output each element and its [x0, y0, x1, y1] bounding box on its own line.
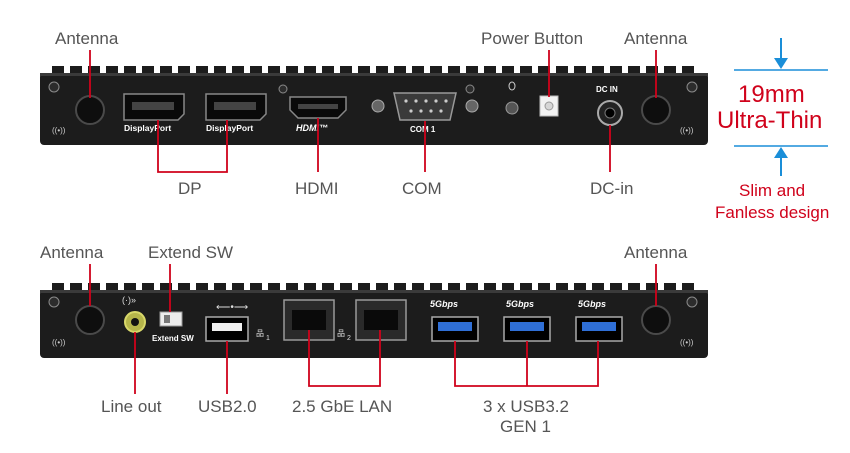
- top-callout-lines: [89, 50, 657, 173]
- usb-speed-1-text: 5Gbps: [430, 299, 458, 309]
- label-hdmi: HDMI: [295, 179, 339, 198]
- bottom-fins: [52, 283, 694, 291]
- arrow-up-icon: [774, 147, 788, 158]
- lan-1-number: 1: [266, 335, 270, 342]
- bottom-device-panel: ((•)) (·)» ⟵•⟶ 品 1 品 2: [40, 283, 708, 358]
- usb-icon: ⟵•⟶: [216, 302, 248, 313]
- label-antenna-top-right: Antenna: [624, 29, 688, 48]
- wireless-icon: ((•)): [680, 338, 694, 347]
- label-dp: DP: [178, 179, 202, 198]
- power-button: [539, 95, 559, 117]
- com-port: [371, 92, 479, 121]
- label-line-out: Line out: [101, 397, 162, 416]
- bottom-callout-lines: [89, 264, 657, 394]
- thickness-value: 19mm: [738, 81, 805, 108]
- displayport-2-text: DisplayPort: [206, 123, 253, 133]
- label-power-button: Power Button: [481, 29, 584, 48]
- thickness-title: Ultra-Thin: [717, 107, 823, 134]
- label-com: COM: [402, 179, 442, 198]
- wireless-icon: ((•)): [52, 338, 66, 347]
- hdmi-logo-text: HDMI™: [296, 123, 328, 133]
- lan-port-2: 品 2: [337, 299, 407, 342]
- usb32-port-3: 5Gbps: [575, 299, 623, 342]
- displayport-1: [123, 93, 185, 121]
- usb-speed-3-text: 5Gbps: [578, 299, 606, 309]
- dc-in-jack: [597, 100, 623, 126]
- arrow-down-icon: [774, 58, 788, 69]
- network-icon: 品: [256, 329, 264, 338]
- usb32-port-1: 5Gbps: [430, 299, 479, 342]
- usb-speed-2-text: 5Gbps: [506, 299, 534, 309]
- lan-2-number: 2: [347, 335, 351, 342]
- headphone-icon: (·)»: [122, 295, 136, 305]
- hdmi-port: [289, 96, 347, 119]
- bottom-screws: [48, 296, 698, 308]
- label-antenna-top-left: Antenna: [55, 29, 119, 48]
- label-usb20: USB2.0: [198, 397, 257, 416]
- hdd-led: [505, 81, 519, 115]
- design-line-1: Slim and: [739, 181, 806, 200]
- extend-switch: [159, 311, 183, 327]
- wireless-icon: ((•)): [680, 126, 694, 135]
- top-fins: [52, 66, 694, 74]
- label-lan: 2.5 GbE LAN: [292, 397, 393, 416]
- dc-in-text: DC IN: [596, 85, 618, 94]
- label-antenna-bottom-right: Antenna: [624, 243, 688, 262]
- label-dc-in: DC-in: [590, 179, 634, 198]
- extend-sw-panel-text: Extend SW: [152, 334, 194, 343]
- label-extend-sw: Extend SW: [148, 243, 234, 262]
- antenna-right-bottom-connector: [641, 305, 671, 335]
- top-screws: [48, 81, 698, 94]
- label-usb32-line2: GEN 1: [500, 417, 552, 436]
- label-usb32-line1: 3 x USB3.2: [483, 397, 569, 416]
- antenna-left-top-connector: [75, 95, 105, 125]
- thickness-indicator: [734, 38, 828, 176]
- design-line-2: Fanless design: [715, 203, 830, 222]
- network-icon: 品: [337, 329, 345, 338]
- antenna-left-bottom-connector: [75, 305, 105, 335]
- com1-text: COM 1: [410, 125, 436, 134]
- displayport-2: [205, 93, 267, 121]
- usb20-port: ⟵•⟶: [205, 302, 249, 342]
- top-device-panel: ((•)): [40, 66, 708, 145]
- displayport-1-text: DisplayPort: [124, 123, 171, 133]
- antenna-right-top-connector: [641, 95, 671, 125]
- wireless-icon: ((•)): [52, 126, 66, 135]
- label-antenna-bottom-left: Antenna: [40, 243, 104, 262]
